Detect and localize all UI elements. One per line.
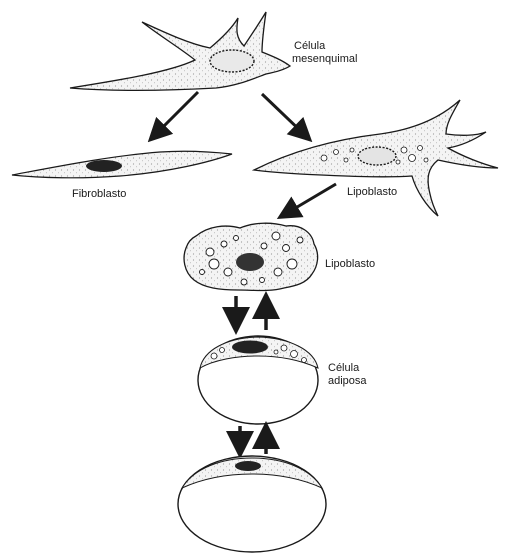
- mesenchymal-cell: [70, 12, 290, 90]
- label-mesenchymal-line1: Célula: [294, 40, 325, 53]
- adipose-cell-upper: [198, 336, 318, 424]
- label-adipose-line2: adiposa: [328, 375, 367, 388]
- arrow-to-lipoblast-lower: [282, 184, 336, 216]
- lipoblast-lower-nucleus: [236, 253, 264, 271]
- arrow-to-lipoblast: [262, 94, 308, 138]
- fibroblast-cell: [12, 151, 232, 178]
- arrow-to-fibroblast: [152, 92, 198, 138]
- adipose-cell-lower: [178, 456, 326, 552]
- adipose-lower-nucleus: [235, 461, 261, 471]
- label-adipose-line1: Célula: [328, 362, 359, 375]
- label-mesenchymal-line2: mesenquimal: [292, 53, 357, 66]
- lipoblast-upper-nucleus: [358, 147, 396, 165]
- label-fibroblast: Fibroblasto: [72, 188, 126, 201]
- label-lipoblast-lower: Lipoblasto: [325, 258, 375, 271]
- label-lipoblast-upper: Lipoblasto: [347, 186, 397, 199]
- lipoblast-lower-cell: [184, 223, 318, 290]
- fibroblast-nucleus: [86, 160, 122, 172]
- adipose-upper-nucleus: [232, 341, 268, 354]
- mesenchymal-nucleus: [210, 50, 254, 72]
